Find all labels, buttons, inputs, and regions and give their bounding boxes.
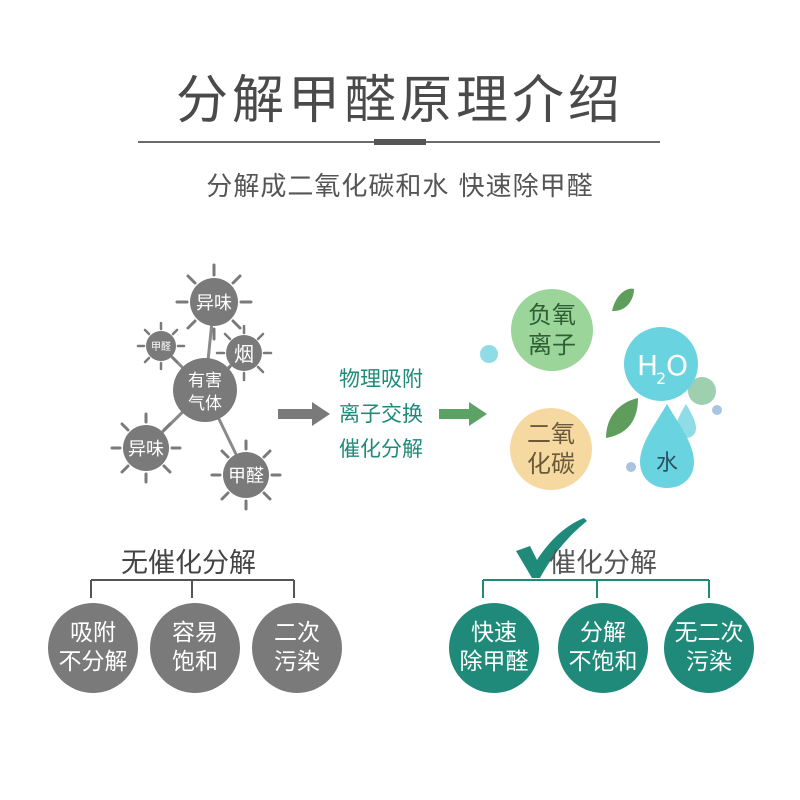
molecule-node (146, 331, 176, 361)
process-label: 物理吸附 离子交换 催化分解 (326, 362, 436, 467)
page-title: 分解甲醛原理介绍 (175, 71, 624, 131)
product-node (624, 327, 698, 401)
molecule-node (223, 452, 269, 498)
product-co2: 二氧 化碳 (510, 408, 592, 490)
product-node (510, 408, 592, 490)
catalysis-heading: 催化分解 (549, 548, 657, 579)
molecule-node (190, 278, 238, 326)
molecule-harmful-gas: 有害 气体 (173, 358, 237, 422)
product-label: 化碳 (527, 450, 575, 478)
page-subtitle: 分解成二氧化碳和水 快速除甲醛 (206, 172, 594, 202)
molecule-label: 烟 (234, 342, 254, 366)
left-result-label: 吸附 不分解 (48, 603, 138, 693)
product-label: 二氧 (527, 420, 575, 448)
right-result-label: 分解 不饱和 (558, 603, 648, 693)
molecule-label: 甲醛 (151, 340, 171, 353)
decorative-dot (626, 462, 636, 472)
h2o-h: H (637, 349, 658, 382)
left-result-circle (252, 603, 342, 693)
right-result-circle (664, 603, 754, 693)
checkmark-icon (516, 518, 587, 578)
h2o-o: O (666, 349, 688, 382)
molecule-node (226, 335, 262, 371)
molecule-label: 异味 (128, 439, 164, 460)
result-line: 饱和 (172, 649, 218, 675)
left-result-circle (48, 603, 138, 693)
result-line: 二次 (274, 620, 320, 646)
result-line: 无二次 (674, 620, 744, 646)
molecule-label: 异味 (196, 293, 232, 314)
right-result-circle (449, 603, 539, 693)
product-h2o: H 2 O (624, 327, 698, 401)
title-divider-accent (374, 139, 426, 145)
product-node (511, 289, 593, 371)
water-drop-large: 水 (640, 404, 694, 488)
molecule-formaldehyde: 甲醛 (210, 439, 282, 511)
right-result-label: 快速 除甲醛 (449, 603, 539, 693)
h2o-subscript: 2 (656, 369, 666, 388)
leaf-icon (606, 398, 638, 438)
molecule-label: 甲醛 (228, 466, 264, 487)
result-line: 容易 (172, 620, 218, 646)
result-line: 不饱和 (568, 649, 638, 675)
right-result-circle (558, 603, 648, 693)
result-line: 不分解 (58, 649, 128, 675)
no-catalysis-heading: 无催化分解 (121, 548, 256, 579)
product-label: 负氧 (528, 301, 576, 329)
left-result-label: 容易 饱和 (150, 603, 240, 693)
leaf-icon (612, 288, 634, 312)
product-label: 离子 (528, 331, 576, 359)
molecule-odor-bottom: 异味 (110, 412, 182, 484)
right-tree-lines (482, 579, 710, 598)
decorative-dot (480, 345, 498, 363)
molecule-label: 有害 (188, 371, 222, 391)
process-line: 物理吸附 (339, 367, 423, 391)
molecule-node (123, 425, 169, 471)
molecule-smoke: 烟 (215, 324, 273, 382)
left-result-label: 二次 污染 (252, 603, 342, 693)
molecule-label: 气体 (188, 394, 222, 414)
process-line: 离子交换 (339, 402, 423, 426)
result-line: 污染 (274, 649, 320, 675)
molecule-odor-top: 异味 (175, 263, 253, 341)
decorative-dot (712, 405, 722, 415)
molecule-formaldehyde-small: 甲醛 (136, 321, 186, 371)
result-line: 除甲醛 (459, 649, 529, 675)
water-drop-icon (640, 404, 694, 488)
decorative-dot (688, 377, 716, 405)
left-tree-lines (90, 579, 295, 598)
green-arrow-icon (439, 402, 487, 426)
right-result-label: 无二次 污染 (664, 603, 754, 693)
result-line: 分解 (580, 620, 626, 646)
gray-arrow-icon (278, 402, 330, 426)
molecule-node (173, 358, 237, 422)
water-label: 水 (656, 451, 678, 476)
result-line: 污染 (686, 649, 732, 675)
product-anion: 负氧 离子 (511, 289, 593, 371)
result-line: 吸附 (70, 620, 116, 646)
process-line: 催化分解 (339, 437, 423, 461)
result-line: 快速 (471, 620, 517, 646)
left-result-circle (150, 603, 240, 693)
